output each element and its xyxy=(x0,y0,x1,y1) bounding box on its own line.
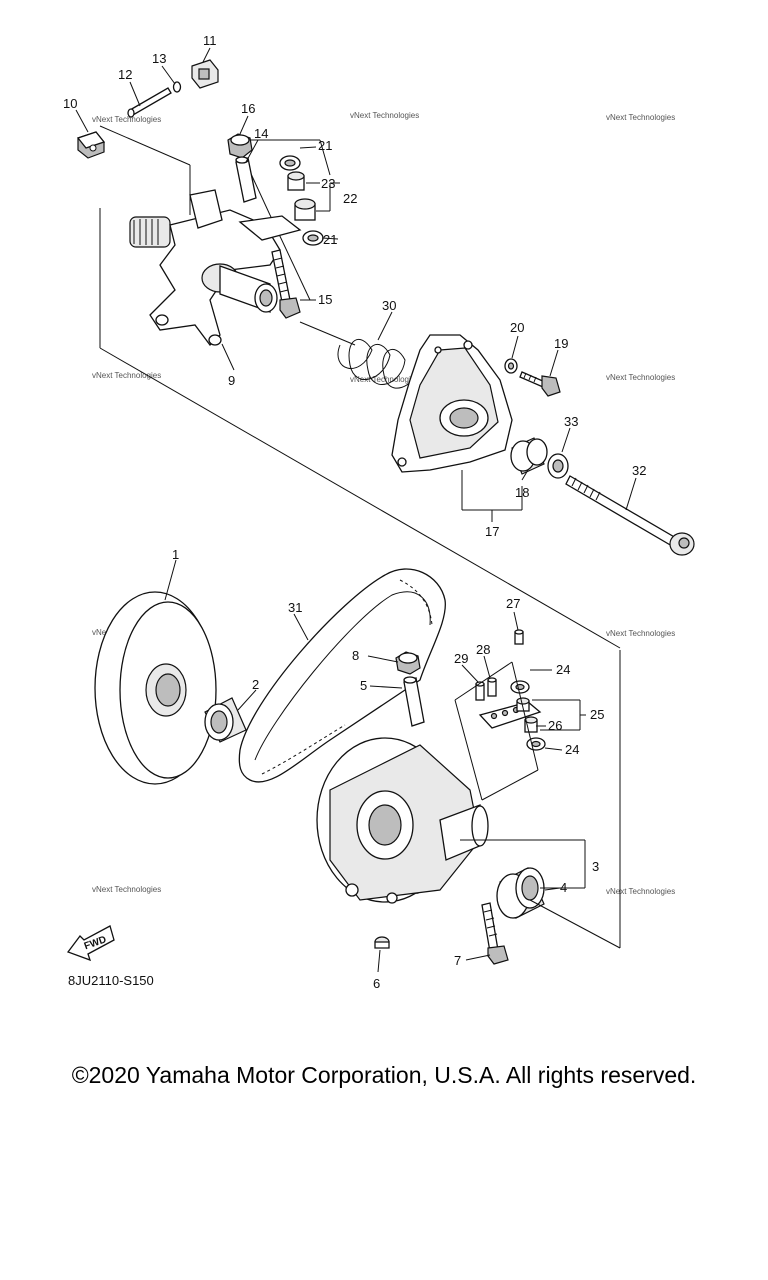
callout-22: 22 xyxy=(343,191,357,206)
callout-32: 32 xyxy=(632,463,646,478)
callout-2: 2 xyxy=(252,677,259,692)
callout-7: 7 xyxy=(454,953,461,968)
callout-23: 23 xyxy=(321,176,335,191)
watermark: vNext Technologies xyxy=(606,629,675,638)
sheave-1 xyxy=(94,591,217,785)
watermark: vNext Technologies xyxy=(606,373,675,382)
bolt-28 xyxy=(487,677,497,697)
nut-16 xyxy=(227,133,253,159)
callout-5: 5 xyxy=(360,678,367,693)
callout-21-top: 21 xyxy=(318,138,332,153)
belt-31 xyxy=(238,568,446,783)
callout-10: 10 xyxy=(63,96,77,111)
nut-10 xyxy=(76,131,106,159)
callout-18: 18 xyxy=(515,485,529,500)
callout-12: 12 xyxy=(118,67,132,82)
callout-1: 1 xyxy=(172,547,179,562)
callout-20: 20 xyxy=(510,320,524,335)
watermark: vNext Technologies xyxy=(92,885,161,894)
callout-14: 14 xyxy=(254,126,268,141)
bracket-17 xyxy=(461,470,523,522)
sheave-assembly-3 xyxy=(316,737,489,904)
callout-25: 25 xyxy=(590,707,604,722)
callout-29: 29 xyxy=(454,651,468,666)
washer-13 xyxy=(172,81,182,93)
leader-lines xyxy=(75,47,637,973)
washer-33 xyxy=(547,453,569,479)
lower-frame-lines xyxy=(460,650,621,949)
callout-6: 6 xyxy=(373,976,380,991)
parts-diagram: vNext Technologies vNext Technologies vN… xyxy=(63,33,695,991)
callout-33: 33 xyxy=(564,414,578,429)
watermark: vNext Technologies xyxy=(350,111,419,120)
watermark: vNext Technologies xyxy=(350,375,419,384)
bolt-15 xyxy=(271,249,301,319)
callout-8: 8 xyxy=(352,648,359,663)
cover-plate-17 xyxy=(391,334,513,473)
bushing-2 xyxy=(204,697,247,743)
washer-20 xyxy=(504,358,518,374)
callout-26: 26 xyxy=(548,718,562,733)
bushing-18 xyxy=(510,437,548,475)
callout-31: 31 xyxy=(288,600,302,615)
callout-24-top: 24 xyxy=(556,662,570,677)
pin-12 xyxy=(127,87,172,118)
bushing-23-top xyxy=(287,171,305,191)
bracket-25-lines xyxy=(454,661,539,801)
callout-16: 16 xyxy=(241,101,255,116)
callout-15: 15 xyxy=(318,292,332,307)
nut-8 xyxy=(395,651,421,675)
fwd-badge: FWD xyxy=(66,925,115,962)
copyright-notice: ©2020 Yamaha Motor Corporation, U.S.A. A… xyxy=(71,1062,697,1088)
callout-13: 13 xyxy=(152,51,166,66)
spring-30 xyxy=(337,338,419,389)
bolt-27 xyxy=(514,629,524,645)
watermark: vNext Technologies xyxy=(606,113,675,122)
callout-19: 19 xyxy=(554,336,568,351)
callout-3: 3 xyxy=(592,859,599,874)
upper-frame-lines xyxy=(99,125,621,649)
callout-4: 4 xyxy=(560,880,567,895)
watermark: vNext Technologies xyxy=(92,115,161,124)
bolt-32 xyxy=(565,475,695,556)
arm-9 xyxy=(129,189,302,346)
callout-27: 27 xyxy=(506,596,520,611)
washer-21-bottom xyxy=(302,230,324,246)
callout-17: 17 xyxy=(485,524,499,539)
callout-30: 30 xyxy=(382,298,396,313)
callout-11: 11 xyxy=(203,33,217,48)
washer-21-top xyxy=(279,155,301,171)
collar-5 xyxy=(403,676,425,727)
bushing-4 xyxy=(496,867,545,919)
callout-28: 28 xyxy=(476,642,490,657)
callout-9: 9 xyxy=(228,373,235,388)
bushing-23-bottom xyxy=(294,198,316,221)
collar-14 xyxy=(235,156,257,203)
callout-24-bottom: 24 xyxy=(565,742,579,757)
washer-24-top xyxy=(510,680,530,694)
cap-6 xyxy=(374,936,390,949)
watermark: vNext Technologies xyxy=(606,887,675,896)
washer-24-bottom xyxy=(526,737,546,751)
clip-11 xyxy=(191,59,219,89)
callout-21-bottom: 21 xyxy=(323,232,337,247)
watermark: vNext Technologies xyxy=(92,371,161,380)
callouts: 10 11 12 13 16 14 21 23 22 21 15 9 30 20… xyxy=(63,33,646,991)
bolt-19 xyxy=(519,371,561,397)
bolt-7 xyxy=(481,902,509,965)
diagram-code: 8JU2110-S150 xyxy=(68,973,154,988)
